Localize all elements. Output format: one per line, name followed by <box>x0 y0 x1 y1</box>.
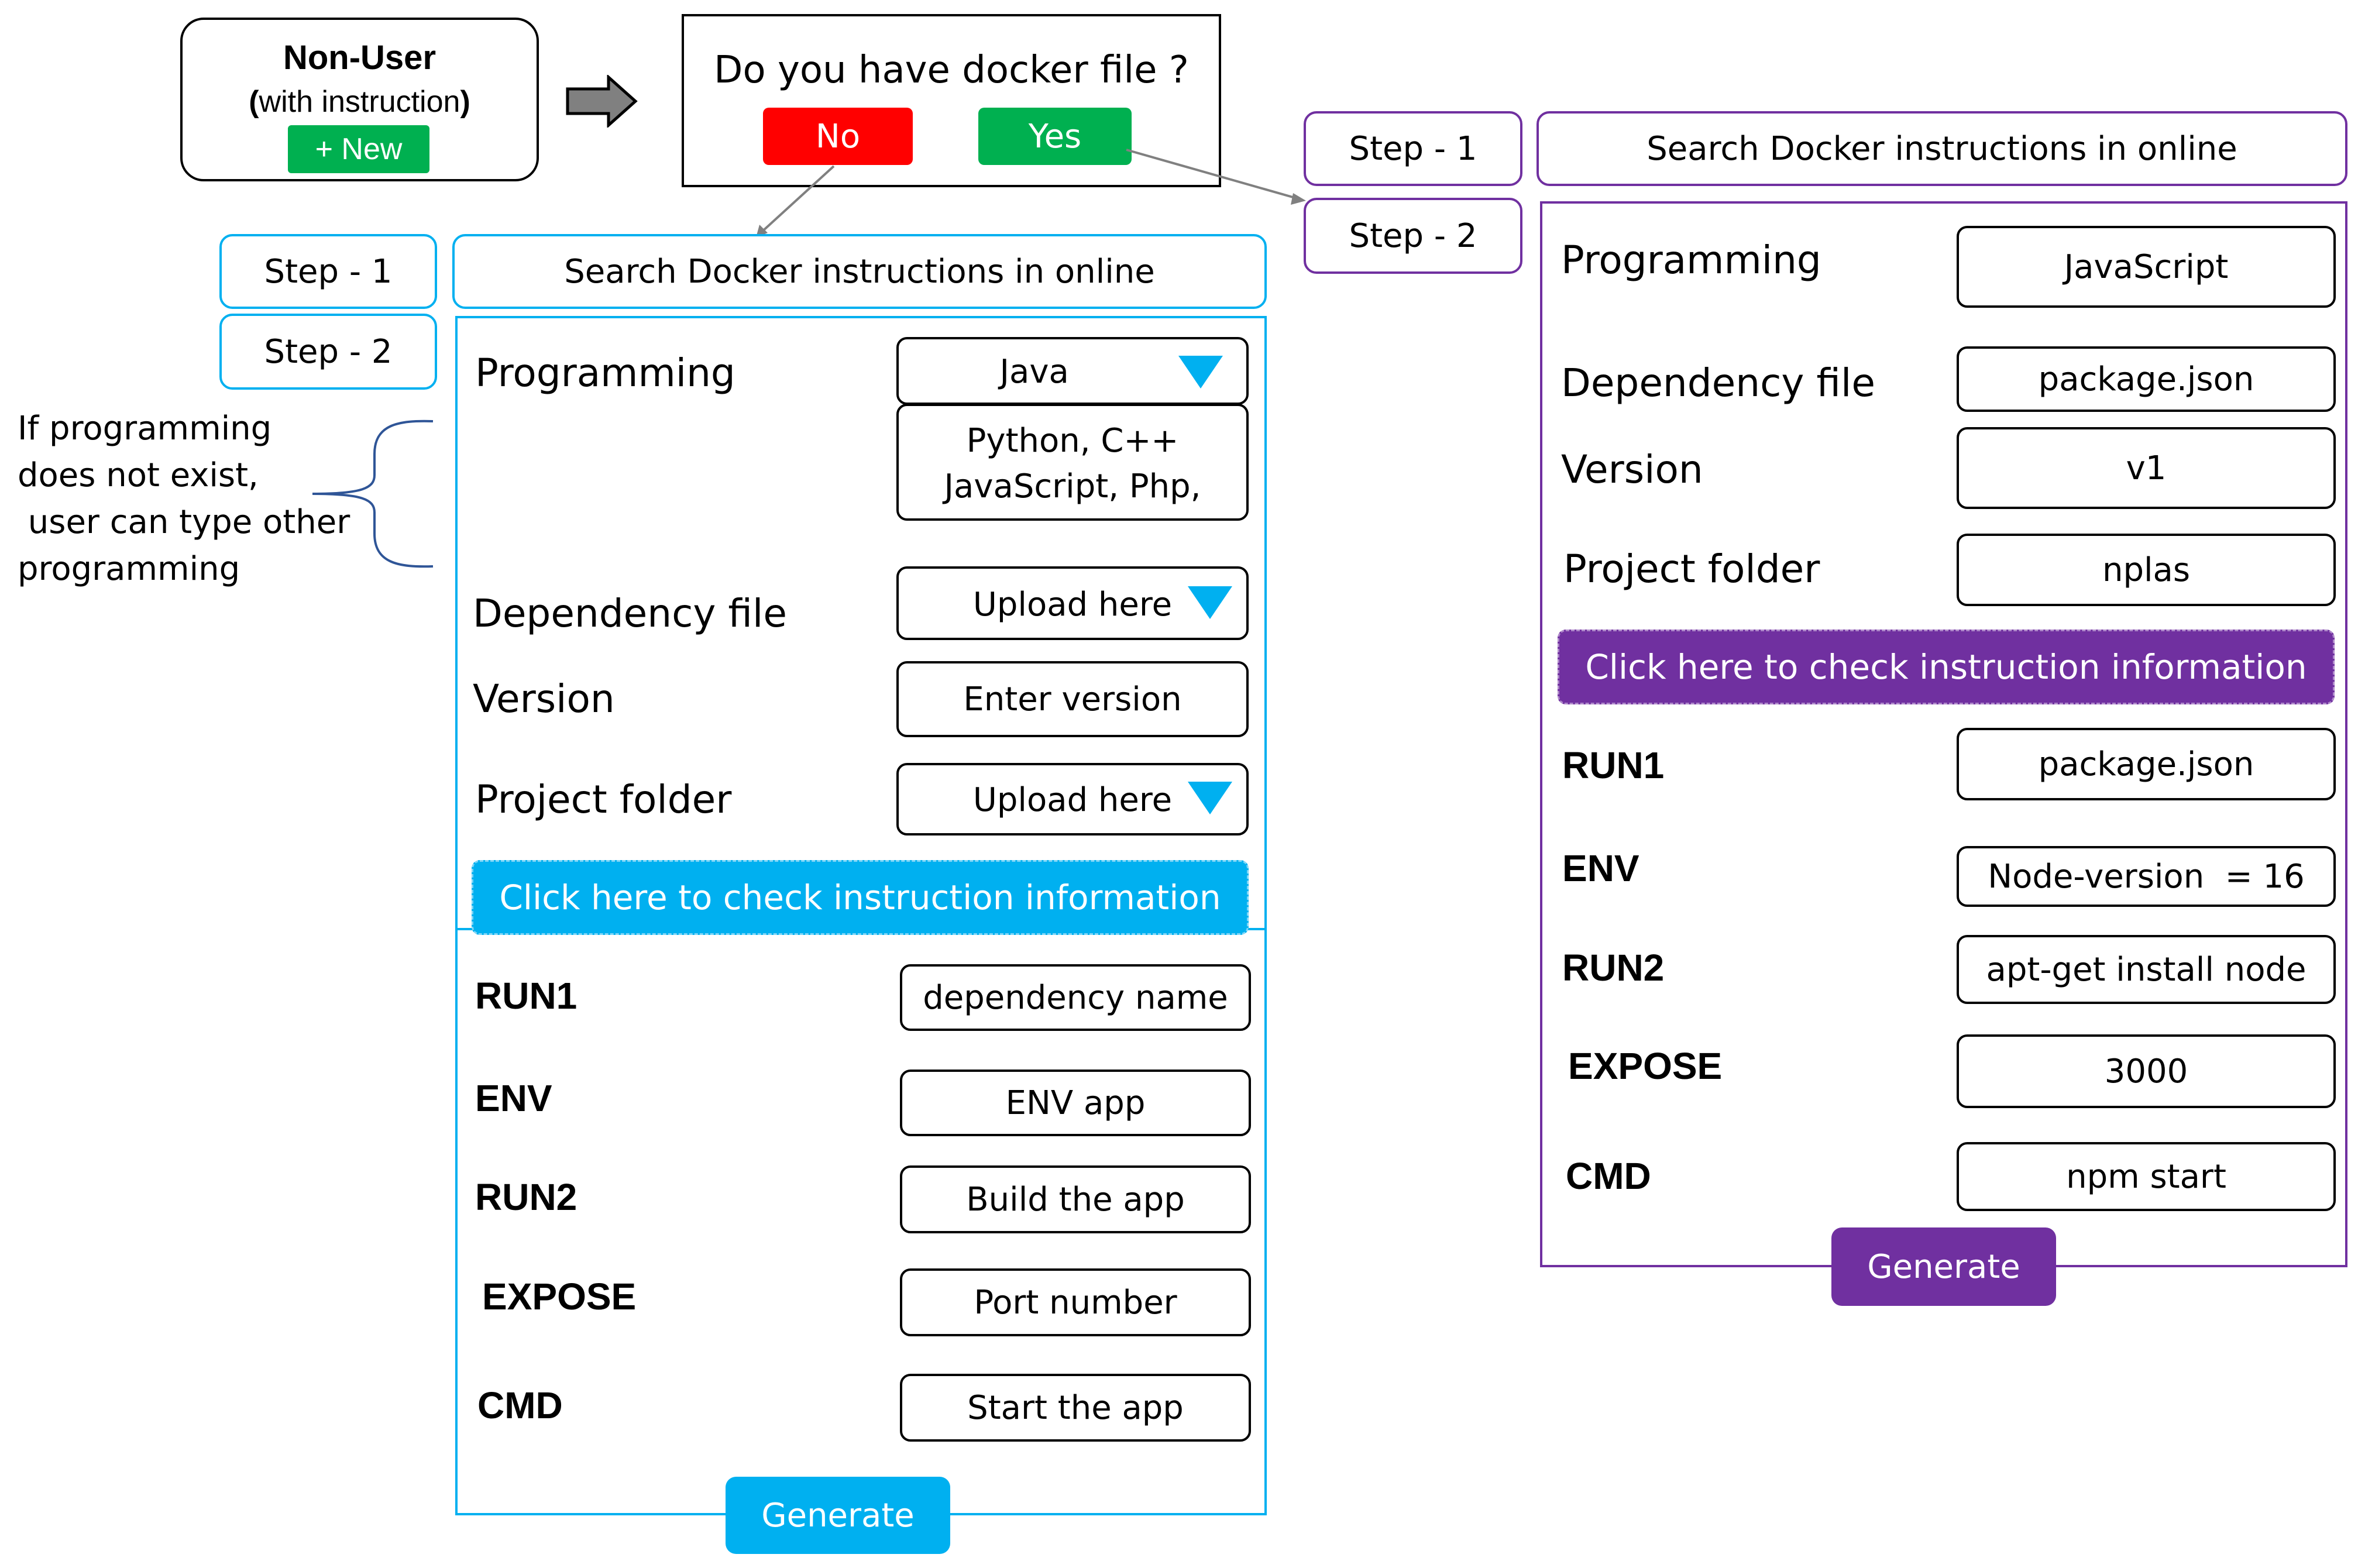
dropdown-arrow-icon <box>1188 586 1232 619</box>
right-generate-button[interactable]: Generate <box>1831 1227 2056 1306</box>
left-expose-input[interactable]: Port number <box>900 1268 1251 1336</box>
left-project-value: Upload here <box>972 781 1173 819</box>
docker-question-box: Do you have docker file ? No Yes <box>682 14 1221 187</box>
left-cmd-label: CMD <box>477 1384 563 1426</box>
left-programming-select[interactable]: Java <box>896 337 1249 405</box>
left-run2-label: RUN2 <box>475 1176 578 1218</box>
left-step1-tab[interactable]: Step - 1 <box>219 234 437 309</box>
right-project-input[interactable]: nplas <box>1957 534 2336 606</box>
left-run1-input[interactable]: dependency name <box>900 964 1251 1031</box>
right-env-label: ENV <box>1562 847 1639 889</box>
left-dependency-value: Upload here <box>972 586 1173 624</box>
left-programming-value: Java <box>999 353 1069 391</box>
left-dependency-label: Dependency file <box>473 591 787 636</box>
no-button[interactable]: No <box>763 108 913 165</box>
left-programming-label: Programming <box>475 350 735 396</box>
left-step2-tab[interactable]: Step - 2 <box>219 314 437 390</box>
flow-connectors <box>756 149 1306 238</box>
left-dependency-upload[interactable]: Upload here <box>896 566 1249 640</box>
left-check-instruction-button[interactable]: Click here to check instruction informat… <box>472 860 1249 935</box>
left-project-label: Project folder <box>475 777 732 822</box>
right-run1-label: RUN1 <box>1562 744 1665 786</box>
question-text: Do you have docker file ? <box>714 49 1189 92</box>
left-version-input[interactable]: Enter version <box>896 661 1249 737</box>
non-user-title: Non-User <box>283 39 436 77</box>
subtitle-text: with instruction <box>259 85 460 119</box>
programming-options-line1: Python, C++ <box>966 422 1179 460</box>
left-form-panel-lower <box>455 928 1267 1515</box>
no-connector-line <box>759 165 835 234</box>
right-step2-tab[interactable]: Step - 2 <box>1304 198 1522 274</box>
right-run2-label: RUN2 <box>1562 947 1665 989</box>
new-button[interactable]: + New <box>288 125 429 173</box>
right-check-instruction-button[interactable]: Click here to check instruction informat… <box>1558 630 2335 704</box>
left-search-bar[interactable]: Search Docker instructions in online <box>452 234 1267 309</box>
right-version-input[interactable]: v1 <box>1957 427 2336 509</box>
left-expose-label: EXPOSE <box>482 1275 637 1318</box>
yes-connector-line <box>1126 149 1300 200</box>
right-env-input[interactable]: Node-version = 16 <box>1957 846 2336 907</box>
non-user-subtitle: (with instruction) <box>183 87 537 117</box>
left-cmd-input[interactable]: Start the app <box>900 1374 1251 1442</box>
yes-button[interactable]: Yes <box>978 108 1132 165</box>
right-dependency-input[interactable]: package.json <box>1957 346 2336 412</box>
right-cmd-input[interactable]: npm start <box>1957 1142 2336 1211</box>
right-project-label: Project folder <box>1563 546 1820 592</box>
right-step1-tab[interactable]: Step - 1 <box>1304 111 1522 186</box>
left-version-label: Version <box>473 676 615 721</box>
right-expose-input[interactable]: 3000 <box>1957 1034 2336 1108</box>
right-programming-input[interactable]: JavaScript <box>1957 226 2336 308</box>
left-env-input[interactable]: ENV app <box>900 1070 1251 1136</box>
yes-connector-arrowhead <box>1291 193 1306 205</box>
left-env-label: ENV <box>475 1077 552 1119</box>
right-run2-input[interactable]: apt-get install node <box>1957 935 2336 1004</box>
non-user-card: Non-User (with instruction) + New <box>180 18 539 181</box>
right-search-bar[interactable]: Search Docker instructions in online <box>1537 111 2347 186</box>
left-generate-button[interactable]: Generate <box>726 1477 950 1554</box>
dropdown-arrow-icon <box>1188 782 1232 814</box>
note-line-3: user can type other <box>18 503 350 541</box>
left-run2-input[interactable]: Build the app <box>900 1165 1251 1233</box>
dropdown-arrow-icon <box>1178 356 1223 388</box>
curly-brace-icon <box>312 419 434 568</box>
subtitle-paren-open: ( <box>249 85 259 119</box>
left-project-upload[interactable]: Upload here <box>896 763 1249 835</box>
subtitle-paren-close: ) <box>460 85 470 119</box>
note-line-4: programming <box>18 550 240 588</box>
left-programming-options[interactable]: Python, C++ JavaScript, Php, <box>896 404 1249 521</box>
left-run1-label: RUN1 <box>475 975 578 1017</box>
right-version-label: Version <box>1561 447 1703 492</box>
right-cmd-label: CMD <box>1566 1155 1651 1197</box>
right-dependency-label: Dependency file <box>1561 360 1875 405</box>
programming-options-line2: JavaScript, Php, <box>944 467 1201 506</box>
right-run1-input[interactable]: package.json <box>1957 728 2336 800</box>
note-line-1: If programming <box>18 410 272 448</box>
right-arrow-icon <box>566 75 638 128</box>
right-programming-label: Programming <box>1561 238 1821 283</box>
right-expose-label: EXPOSE <box>1568 1045 1723 1087</box>
note-line-2: does not exist, <box>18 456 259 494</box>
